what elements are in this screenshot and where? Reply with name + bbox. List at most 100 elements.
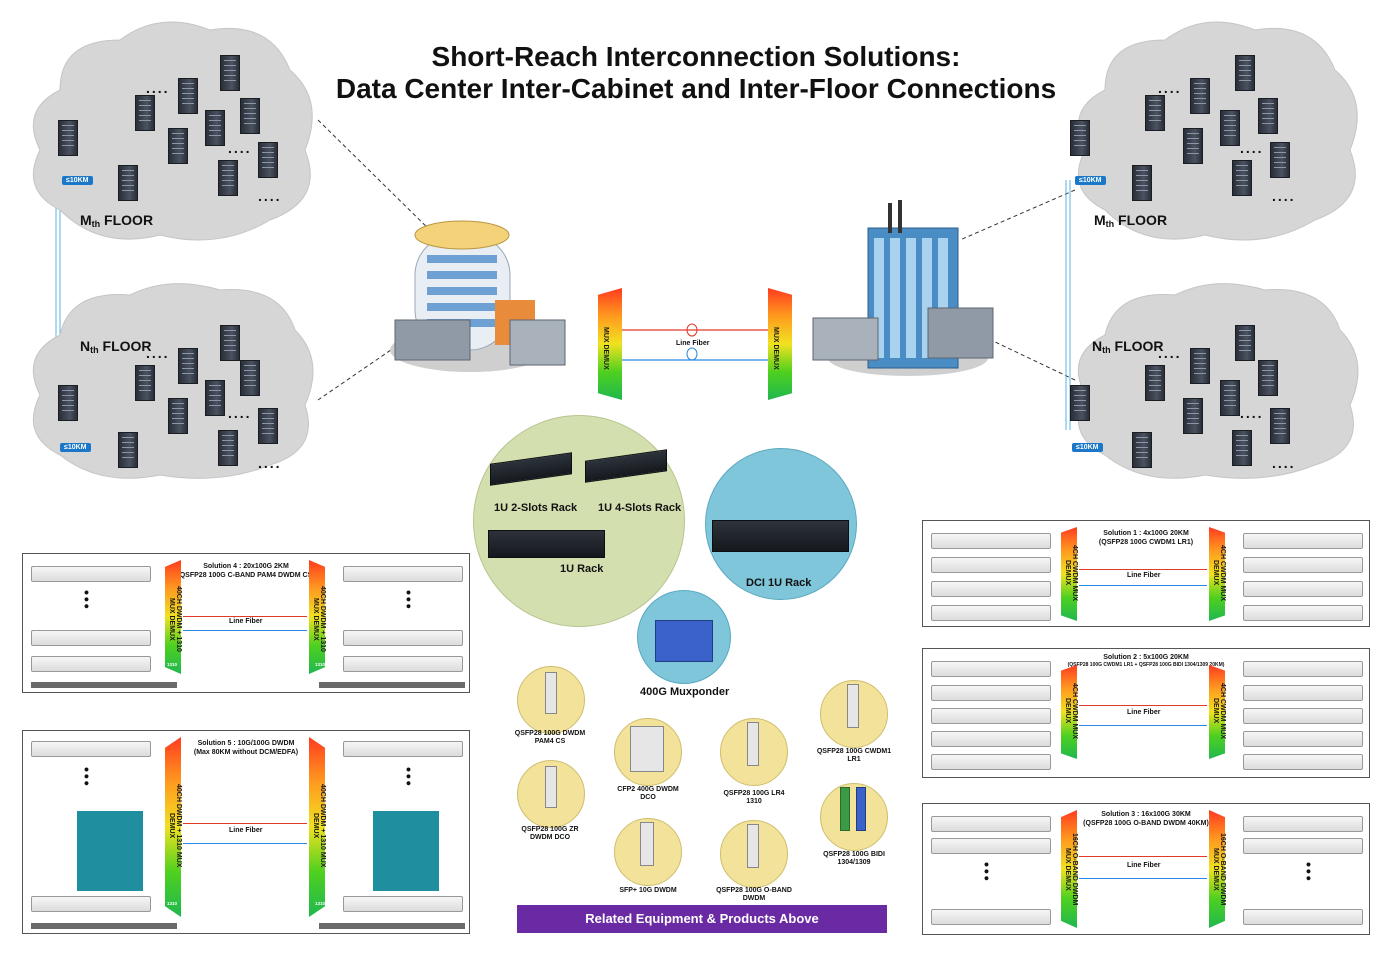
transceiver [1243,685,1363,701]
solution-2-mux-right-label: 4CH CWDM MUX DEMUX [1212,683,1226,739]
solution-1-subtitle: (QSFP28 100G CWDM1 LR1) [1098,539,1194,546]
solution-5-note-right [319,923,465,929]
product-label-3: CFP2 400G DWDM DCO [617,786,679,801]
solution-4-mux-left-label: 40CH DWDM + 1310 MUX DEMUX [168,586,182,652]
solution-5-panel: Solution 5 : 10G/100G DWDM (Max 80KM wit… [22,730,470,934]
muxponder-label: 400G Muxponder [640,686,730,698]
transceiver [1243,909,1363,925]
distance-badge-tl: ≤10KM [62,176,93,185]
related-equipment-bar: Related Equipment & Products Above [517,905,887,933]
solution-1-mux-left [1061,527,1077,621]
fiber-red [1079,569,1207,570]
n-floor-label-left: Nth FLOOR [80,338,152,355]
solution-3-title: Solution 3 : 16x100G 30KM [1101,811,1191,818]
solution-3-mux-right-label: 16CH O-BAND DWDM MUX DEMUX [1212,832,1226,906]
product-image-3 [630,726,664,772]
mux-demux-left-label: MUX DEMUX [602,326,609,370]
product-image-4 [640,822,654,866]
transceiver [931,533,1051,549]
transceiver [1243,731,1363,747]
dci-rack-image [712,520,849,552]
rack-2slot-label: 1U 2-Slots Rack [494,502,578,514]
solution-2-line-fiber: Line Fiber [1127,709,1161,716]
solution-4-mux-right [309,560,325,674]
product-label-2: QSFP28 100G ZR DWDM DCO [521,826,579,841]
solution-5-title: Solution 5 : 10G/100G DWDM [197,740,295,747]
solution-1-mux-right [1209,527,1225,621]
transceiver [931,685,1051,701]
transceiver [1243,533,1363,549]
product-image-7 [847,684,859,728]
product-image-8b [856,787,866,831]
solution-5-mux-right [309,737,325,917]
dots-s4-left: ••• [79,590,95,611]
dots-s5-right: ••• [401,767,417,788]
dots-tr-3: .... [1272,188,1296,204]
transceiver [1243,838,1363,854]
transceiver [931,708,1051,724]
solution-2-mux-left-label: 4CH CWDM MUX DEMUX [1064,683,1078,739]
building-right [808,198,998,383]
transceiver [31,656,151,672]
solution-3-mux-left [1061,810,1077,928]
fiber-blue [1079,585,1207,586]
dots-br-3: .... [1272,455,1296,471]
transceiver [1243,605,1363,621]
solution-2-title: Solution 2 : 5x100G 20KM [1103,654,1189,661]
solution-3-mux-left-label: 16CH O-BAND DWDM MUX DEMUX [1064,832,1078,906]
dots-tl-1: .... [146,80,170,96]
transceiver [31,566,151,582]
product-label-8: QSFP28 100G BIDI 1304/1309 [823,851,885,866]
dots-s4-right: ••• [401,590,417,611]
mux-demux-right [768,288,792,400]
transceiver [1243,581,1363,597]
solution-1-line-fiber: Line Fiber [1127,572,1161,579]
solution-5-subtitle: (Max 80KM without DCM/EDFA) [193,749,299,756]
transceiver [931,838,1051,854]
distance-badge-bl: ≤10KM [60,443,91,452]
transceiver [931,754,1051,770]
dci-rack-label: DCI 1U Rack [746,577,812,589]
fiber-red [1079,856,1207,857]
product-label-6: QSFP28 100G O-BAND DWDM [716,887,792,902]
mux-demux-left [598,288,622,400]
cloud-bottom-right [1065,275,1365,485]
transceiver [931,605,1051,621]
title-line-2: Data Center Inter-Cabinet and Inter-Floo… [335,73,1057,104]
transceiver [1243,754,1363,770]
solution-4-note-left [31,682,177,688]
transceiver [343,630,463,646]
fiber-red [183,823,307,824]
title-line-1: Short-Reach Interconnection Solutions: [431,41,961,72]
muxponder-image [655,620,713,662]
transceiver [1243,557,1363,573]
solution-5-muxponder-right [373,811,439,891]
solution-2-mux-left [1061,665,1077,759]
dots-br-2: .... [1240,405,1264,421]
line-fiber-center: Line Fiber [676,340,710,347]
solution-4-line-fiber: Line Fiber [229,618,263,625]
solution-3-line-fiber: Line Fiber [1127,862,1161,869]
distance-badge-tr: ≤10KM [1075,176,1106,185]
solution-5-mux-left [165,737,181,917]
solution-2-panel: Solution 2 : 5x100G 20KM (QSFP28 100G CW… [922,648,1370,778]
transceiver [31,630,151,646]
transceiver [931,581,1051,597]
solution-5-mux-left-label: 40CH DWDM + 1310 MUX DEMUX [168,784,182,868]
dots-bl-1: .... [146,345,170,361]
fiber-red [183,616,307,617]
transceiver [931,909,1051,925]
product-label-5: QSFP28 100G LR4 1310 [723,790,785,805]
rack-circle-green [473,415,685,627]
dots-br-1: .... [1158,345,1182,361]
solution-5-mux-right-label: 40CH DWDM + 1310 MUX DEMUX [312,784,326,868]
transceiver [931,661,1051,677]
solution-4-panel: Solution 4 : 20x100G 2KM (QSFP28 100G C-… [22,553,470,693]
solution-4-mux-right-label: 40CH DWDM + 1310 MUX DEMUX [312,586,326,652]
solution-3-panel: Solution 3 : 16x100G 30KM (QSFP28 100G O… [922,803,1370,935]
transceiver [31,741,151,757]
solution-2-subtitle: (QSFP28 100G CWDM1 LR1 + QSFP28 100G BID… [1067,662,1225,668]
transceiver [31,896,151,912]
product-label-1: QSFP28 100G DWDM PAM4 CS [514,730,586,745]
solution-5-note-left [31,923,177,929]
